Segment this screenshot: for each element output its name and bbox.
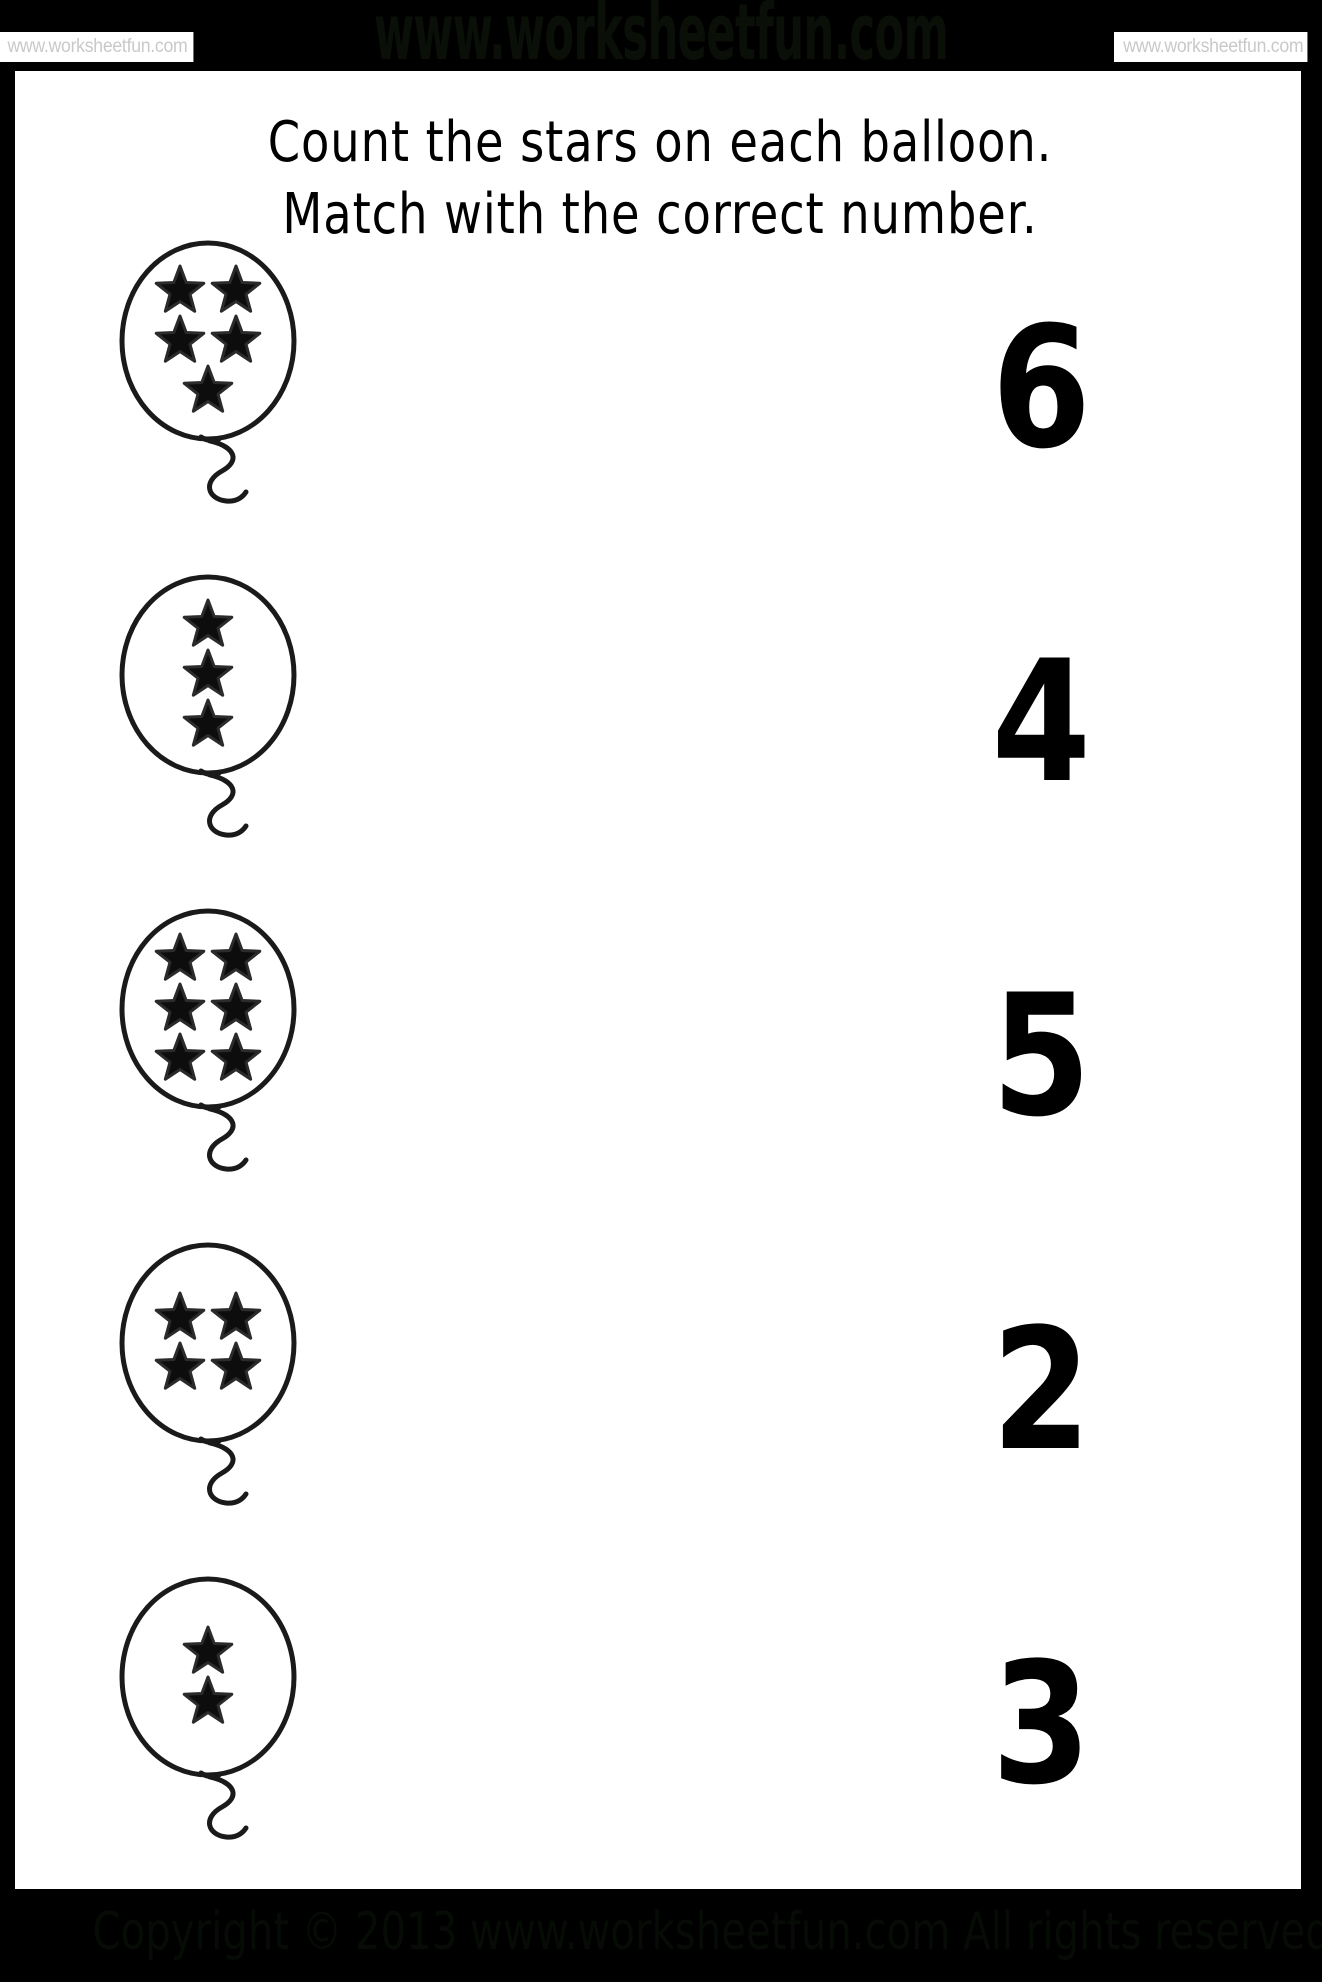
number-label: 5	[991, 958, 1090, 1154]
balloon-graphic	[119, 1242, 297, 1506]
star-icon	[182, 1675, 234, 1724]
star-icon	[210, 264, 262, 313]
star-icon	[210, 1291, 262, 1340]
number-choice[interactable]: 3	[925, 1557, 1155, 1889]
balloon-string	[207, 438, 249, 504]
worksheet-sheet: Count the stars on each balloon. Match w…	[8, 64, 1308, 1896]
exercise-row: 4	[15, 555, 1301, 889]
title-line-2: Match with the correct number.	[282, 181, 1038, 247]
star-icon	[154, 1341, 206, 1390]
balloon-string	[207, 1440, 249, 1506]
star-icon	[154, 1032, 206, 1081]
balloon-graphic	[119, 1576, 297, 1840]
number-choice[interactable]: 5	[925, 889, 1155, 1223]
balloon-string	[207, 1774, 249, 1840]
balloon-graphic	[119, 908, 297, 1172]
top-watermark-band: www.worksheetfun.com www.worksheetfun.co…	[0, 0, 1322, 68]
star-icon	[210, 982, 262, 1031]
star-icon	[210, 1032, 262, 1081]
balloon-6-stars[interactable]	[93, 889, 323, 1223]
balloon-outline	[119, 240, 297, 442]
number-label: 4	[991, 624, 1090, 820]
exercise-row: 3	[15, 1557, 1301, 1889]
number-choice[interactable]: 2	[925, 1223, 1155, 1557]
balloon-2-stars[interactable]	[93, 1557, 323, 1889]
exercise-row: 2	[15, 1223, 1301, 1557]
star-icon	[154, 1291, 206, 1340]
number-choice[interactable]: 4	[925, 555, 1155, 889]
watermark-large-text: www.worksheetfun.com	[373, 0, 949, 68]
balloon-graphic	[119, 240, 297, 504]
watermark-chip-left: www.worksheetfun.com	[0, 32, 194, 62]
balloon-graphic	[119, 574, 297, 838]
footer-band: Copyright © 2013 www.worksheetfun.com Al…	[0, 1896, 1322, 1982]
star-icon	[210, 314, 262, 363]
star-icon	[210, 932, 262, 981]
star-icon	[210, 1341, 262, 1390]
number-label: 2	[991, 1292, 1090, 1488]
exercise-rows: 6 4 5 2 3	[15, 221, 1301, 1889]
exercise-row: 5	[15, 889, 1301, 1223]
title-line-1: Count the stars on each balloon.	[267, 110, 1053, 175]
star-icon	[182, 1625, 234, 1674]
star-icon	[154, 314, 206, 363]
balloon-4-stars[interactable]	[93, 1223, 323, 1557]
number-label: 3	[991, 1626, 1090, 1822]
exercise-row: 6	[15, 221, 1301, 555]
balloon-3-stars[interactable]	[93, 555, 323, 889]
star-icon	[154, 932, 206, 981]
number-choice[interactable]: 6	[925, 221, 1155, 555]
balloon-outline	[119, 908, 297, 1110]
star-icon	[154, 982, 206, 1031]
star-icon	[182, 598, 234, 647]
balloon-string	[207, 772, 249, 838]
balloon-outline	[119, 1242, 297, 1444]
star-icon	[182, 648, 234, 697]
number-label: 6	[991, 290, 1090, 486]
star-icon	[182, 364, 234, 413]
page-title: Count the stars on each balloon. Match w…	[67, 107, 1254, 250]
balloon-5-stars[interactable]	[93, 221, 323, 555]
watermark-chip-right: www.worksheetfun.com	[1114, 32, 1308, 62]
balloon-string	[207, 1106, 249, 1172]
copyright-text: Copyright © 2013 www.worksheetfun.com Al…	[92, 1902, 1322, 1962]
star-icon	[154, 264, 206, 313]
star-icon	[182, 698, 234, 747]
